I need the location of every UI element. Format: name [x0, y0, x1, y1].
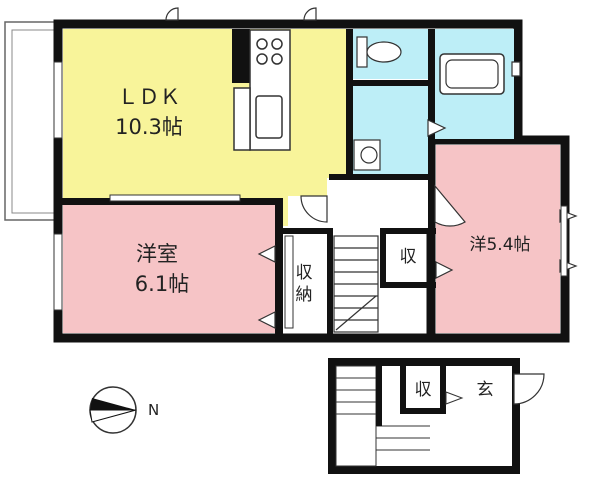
western-room-2 [436, 145, 560, 333]
stove-burner-icon [256, 53, 268, 65]
stove-burner-icon [271, 38, 283, 50]
storage-closet-label-2: 納 [296, 285, 313, 305]
western-room-1-name-label: 洋室 [136, 242, 178, 266]
bathtub-icon [439, 53, 505, 95]
sink-icon [255, 95, 283, 139]
ldk-size-label: 10.3帖 [115, 115, 183, 139]
western-room-1-size-label: 6.1帖 [135, 272, 189, 296]
storage-closet-label-1: 収 [296, 263, 313, 283]
entrance-label: 玄 [477, 380, 494, 400]
stove-burner-icon [256, 38, 268, 50]
storage-hall-label: 収 [400, 247, 417, 267]
balcony [4, 21, 58, 221]
compass-north-label: N [148, 401, 159, 419]
windows [53, 61, 568, 329]
stove-burner-icon [271, 53, 283, 65]
western-room-2-label: 洋5.4帖 [469, 235, 530, 255]
ldk-name-label: ＬＤＫ [118, 85, 181, 109]
hall-floor [333, 180, 428, 228]
washbasin-icon [353, 139, 381, 171]
kitchen-counter [233, 29, 291, 151]
storage-entry-label: 収 [415, 380, 432, 400]
doors [165, 7, 578, 329]
compass-icon [89, 386, 137, 434]
stairs [333, 235, 379, 333]
lower-floor [328, 358, 545, 474]
western-room-1 [63, 203, 277, 333]
toilet-icon [356, 36, 402, 68]
